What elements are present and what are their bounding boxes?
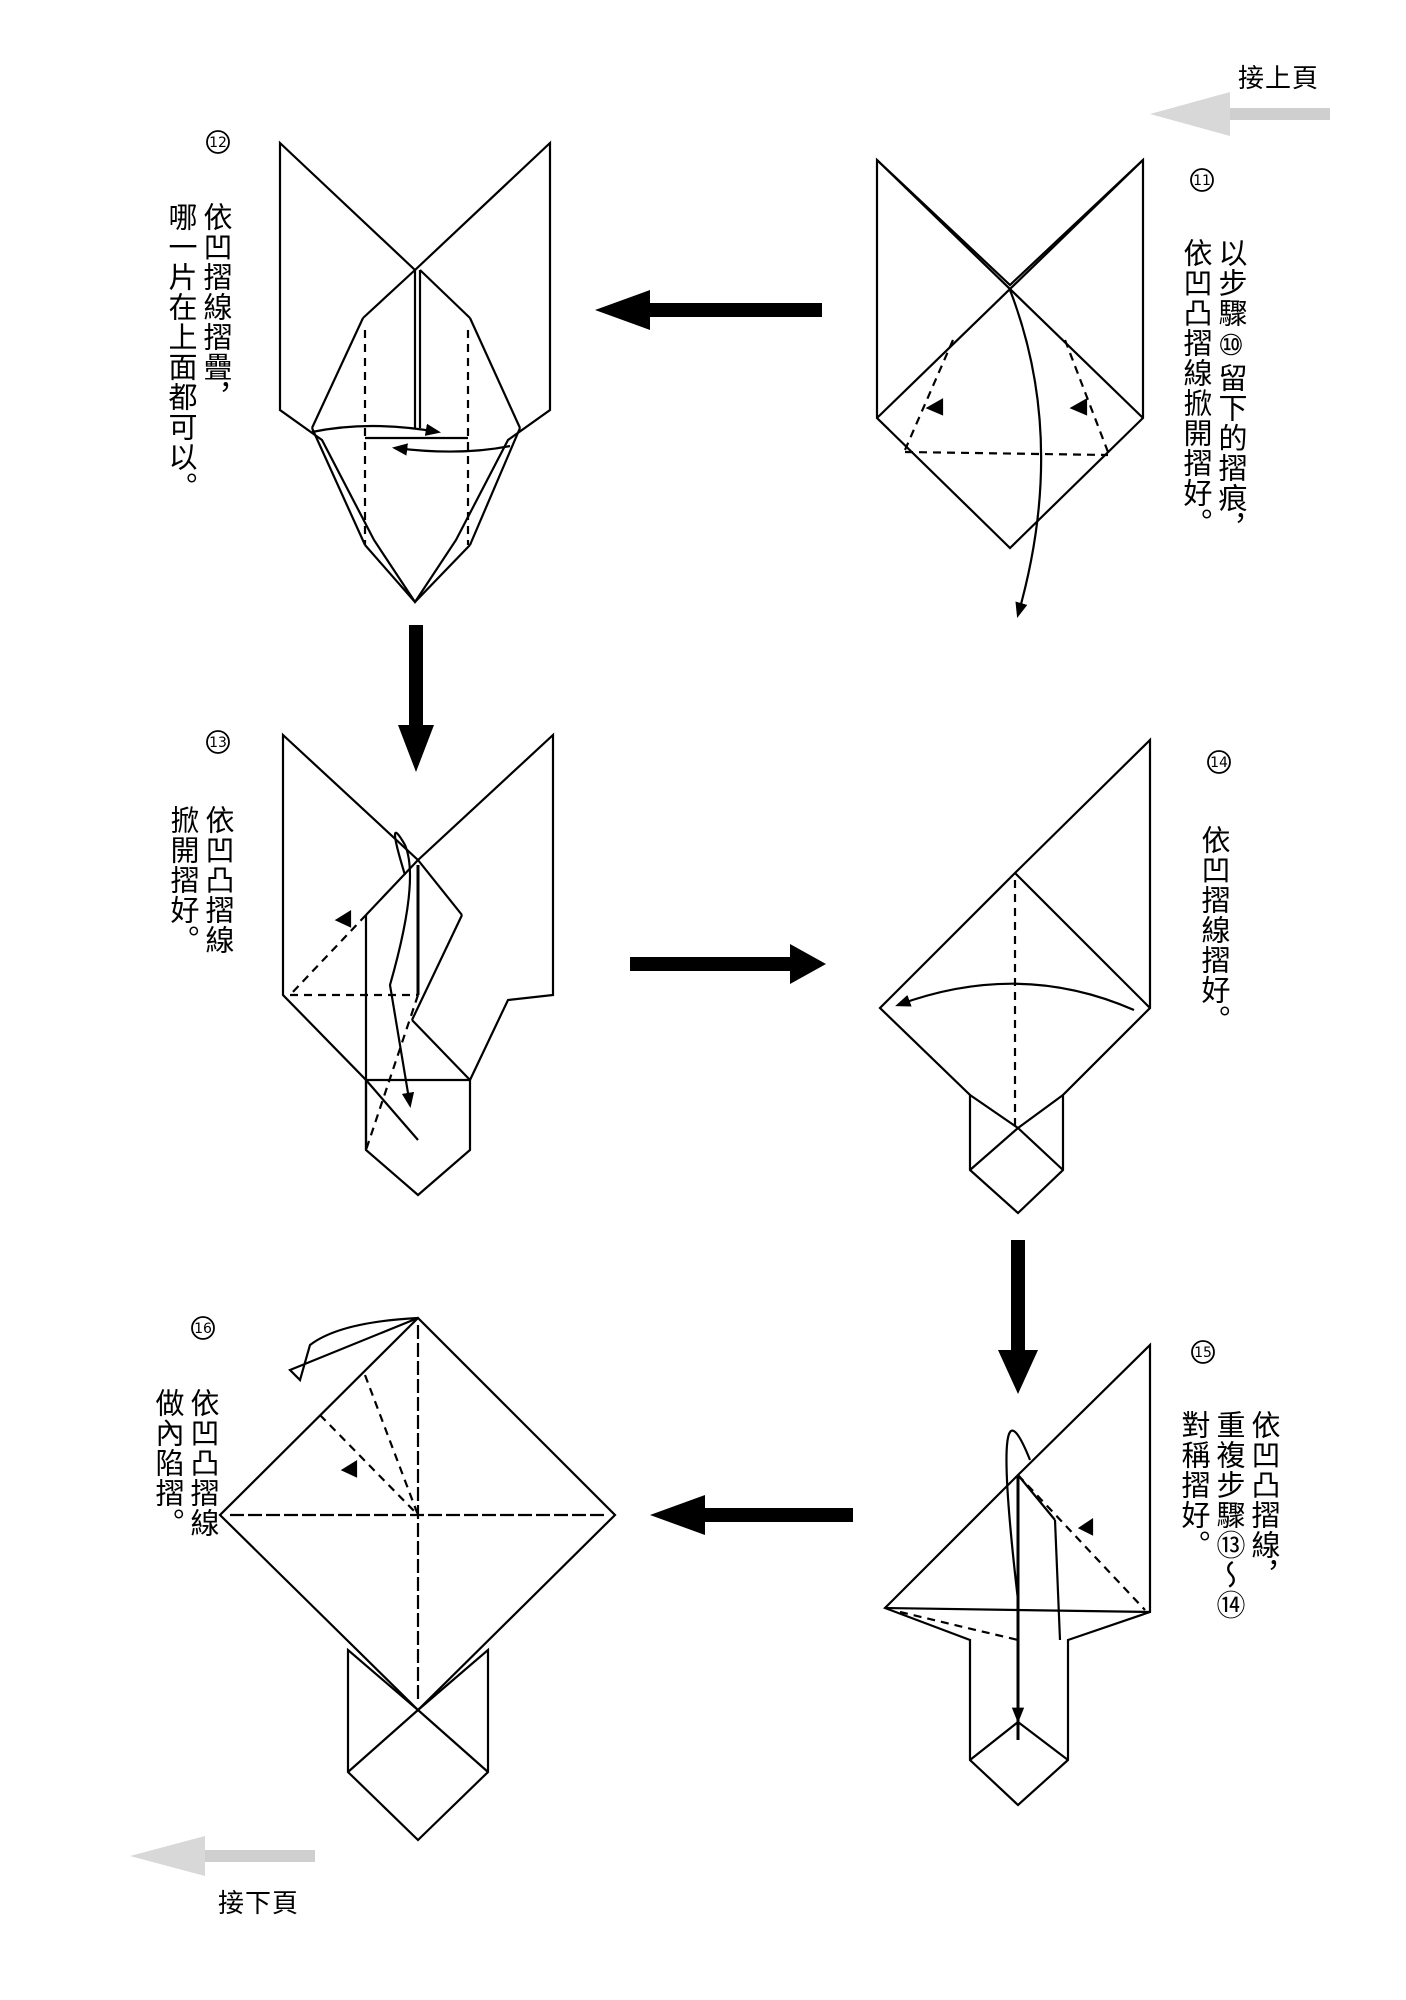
step-15-line-2: 重複步驟⑬～⑭ [1212,1410,1246,1620]
flow-arrow-12-to-13-icon [398,625,434,772]
step-15-marker-icon [1191,1340,1215,1364]
step-15-number: 15 [1194,1345,1212,1361]
step-14-number: 14 [1210,755,1228,771]
continue-to-next-arrow-icon [130,1836,315,1876]
step-12-marker-icon [206,130,230,154]
step-14-instruction: 依凹摺線摺好。 [1196,755,1266,1035]
step-14-line-1: 依凹摺線摺好。 [1197,825,1231,1035]
step-12-line-1: 依凹摺線摺疊， [199,202,233,412]
step-12-number: 12 [209,135,227,151]
step-11-marker-icon [1190,168,1214,192]
step-16-instruction: 依凹凸摺線 做內陷摺。 [150,1318,255,1538]
step-11-number: 11 [1193,173,1211,189]
step-16-figure [218,1316,617,1842]
step-14-figure [878,737,1152,1215]
flow-arrow-11-to-12-icon [595,290,822,330]
step-11-figure [875,157,1145,618]
step-12-figure [278,140,552,604]
continue-to-next-label: 接下頁 [218,1889,300,1919]
flow-arrow-15-to-16-icon [650,1495,853,1535]
step-13-line-2: 掀開摺好。 [166,805,200,955]
step-16-line-1: 依凹凸摺線 [186,1388,220,1538]
step-12-line-2: 哪一片在上面都可以。 [164,202,198,502]
step-13-instruction: 依凹凸摺線 掀開摺好。 [165,735,270,955]
step-15-instruction: 依凹凸摺線， 重複步驟⑬～⑭ 對稱摺好。 [1176,1340,1316,1620]
step-13-number: 13 [209,735,227,751]
step-11-line-1: 以步驟⑩留下的摺痕， [1214,238,1248,543]
step-13-line-1: 依凹凸摺線 [201,805,235,955]
step-markers: 11 12 13 14 15 16 [191,130,1231,1364]
step-12-instruction: 依凹摺線摺疊， 哪一片在上面都可以。 [163,132,268,502]
step-16-number: 16 [194,1321,212,1337]
step-16-marker-icon [191,1316,215,1340]
step-11-line-2: 依凹凸摺線掀開摺好。 [1179,238,1213,538]
continue-from-previous-label: 接上頁 [1238,64,1320,94]
step-15-figure [883,1342,1152,1807]
continue-from-previous-arrow-icon [1150,92,1330,136]
step-13-marker-icon [206,730,230,754]
flow-arrow-13-to-14-icon [630,944,826,984]
step-15-line-1: 依凹凸摺線， [1247,1410,1281,1590]
step-16-line-2: 做內陷摺。 [151,1388,185,1538]
step-13-figure [281,732,555,1197]
flow-arrow-14-to-15-icon [998,1240,1038,1394]
step-11-instruction: 以步驟⑩留下的摺痕， 依凹凸摺線掀開摺好。 [1178,168,1283,543]
step-15-line-3: 對稱摺好。 [1177,1410,1211,1560]
step-14-marker-icon [1207,750,1231,774]
